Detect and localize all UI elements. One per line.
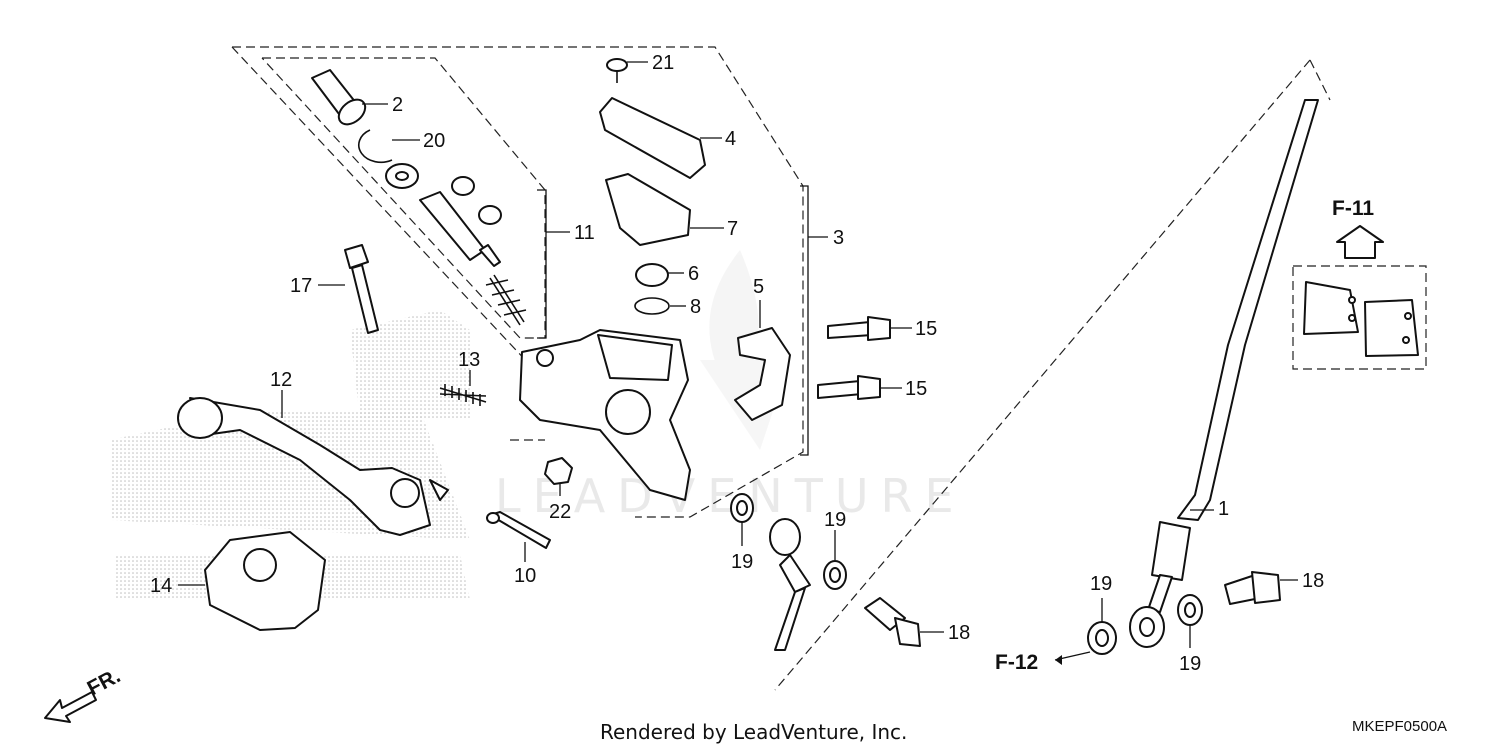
- callout-1: 1: [1218, 498, 1229, 520]
- callout-19-c: 19: [1090, 573, 1112, 595]
- callout-21: 21: [652, 52, 674, 74]
- float-part: [635, 263, 669, 287]
- f11-reference-box: [1292, 225, 1427, 370]
- watermark-text: LEADVENTURE: [495, 469, 966, 523]
- bolt-part: [817, 316, 891, 400]
- brake-hose-part: [1129, 99, 1319, 648]
- bracket-11: [537, 189, 547, 339]
- diagram-code: MKEPF0500A: [1352, 718, 1447, 735]
- callout-19-b: 19: [824, 509, 846, 531]
- ref-f12: F-12: [995, 651, 1038, 674]
- pivot-bolt-part: [344, 244, 379, 334]
- nut-part: [544, 457, 573, 485]
- callout-20: 20: [423, 130, 445, 152]
- up-arrow-icon: [1336, 225, 1384, 259]
- piston-cup-part: [311, 69, 367, 126]
- callout-4: 4: [725, 128, 736, 150]
- seal-part: [451, 176, 475, 196]
- leader-lines: [178, 61, 1298, 661]
- reservoir-cap-part: [599, 97, 706, 179]
- lever-spring-part: [439, 384, 487, 406]
- callout-8: 8: [690, 296, 701, 318]
- brake-lever-part: [177, 397, 449, 536]
- diaphragm-part: [605, 173, 691, 246]
- callout-7: 7: [727, 218, 738, 240]
- callout-6: 6: [688, 263, 699, 285]
- bracket-3: [800, 185, 809, 456]
- callout-19-d: 19: [1179, 653, 1201, 675]
- master-cylinder-assembly-outline: [231, 46, 1331, 691]
- callout-2: 2: [392, 94, 403, 116]
- callout-17: 17: [290, 275, 312, 297]
- front-direction-arrow-icon: [44, 691, 97, 723]
- f12-arrow-icon: [1055, 655, 1062, 665]
- callout-5: 5: [753, 276, 764, 298]
- callout-3: 3: [833, 227, 844, 249]
- callout-13: 13: [458, 349, 480, 371]
- callout-22: 22: [549, 501, 571, 523]
- piston-rod-part: [419, 191, 501, 267]
- spring-part: [485, 274, 527, 326]
- screw-part: [606, 58, 628, 83]
- callout-11: 11: [574, 222, 595, 244]
- banjo-fitting-part: [769, 518, 811, 651]
- callout-18-left: 18: [948, 622, 970, 644]
- rendered-by-credit: Rendered by LeadVenture, Inc.: [600, 720, 907, 744]
- callout-10: 10: [514, 565, 536, 587]
- lever-cover-part: [204, 531, 326, 631]
- ring-part: [634, 297, 670, 315]
- callout-19-a: 19: [731, 551, 753, 573]
- callout-14: 14: [150, 575, 172, 597]
- master-cylinder-body: [519, 329, 691, 501]
- callout-18-right: 18: [1302, 570, 1324, 592]
- circlip-part: [358, 129, 393, 164]
- callout-12: 12: [270, 369, 292, 391]
- banjo-bolt-part: [864, 571, 1281, 647]
- lever-pin-part: [486, 511, 551, 549]
- callout-15-lower: 15: [905, 378, 927, 400]
- holder-part: [734, 327, 791, 421]
- ref-f11: F-11: [1332, 197, 1374, 220]
- callout-15-upper: 15: [915, 318, 937, 340]
